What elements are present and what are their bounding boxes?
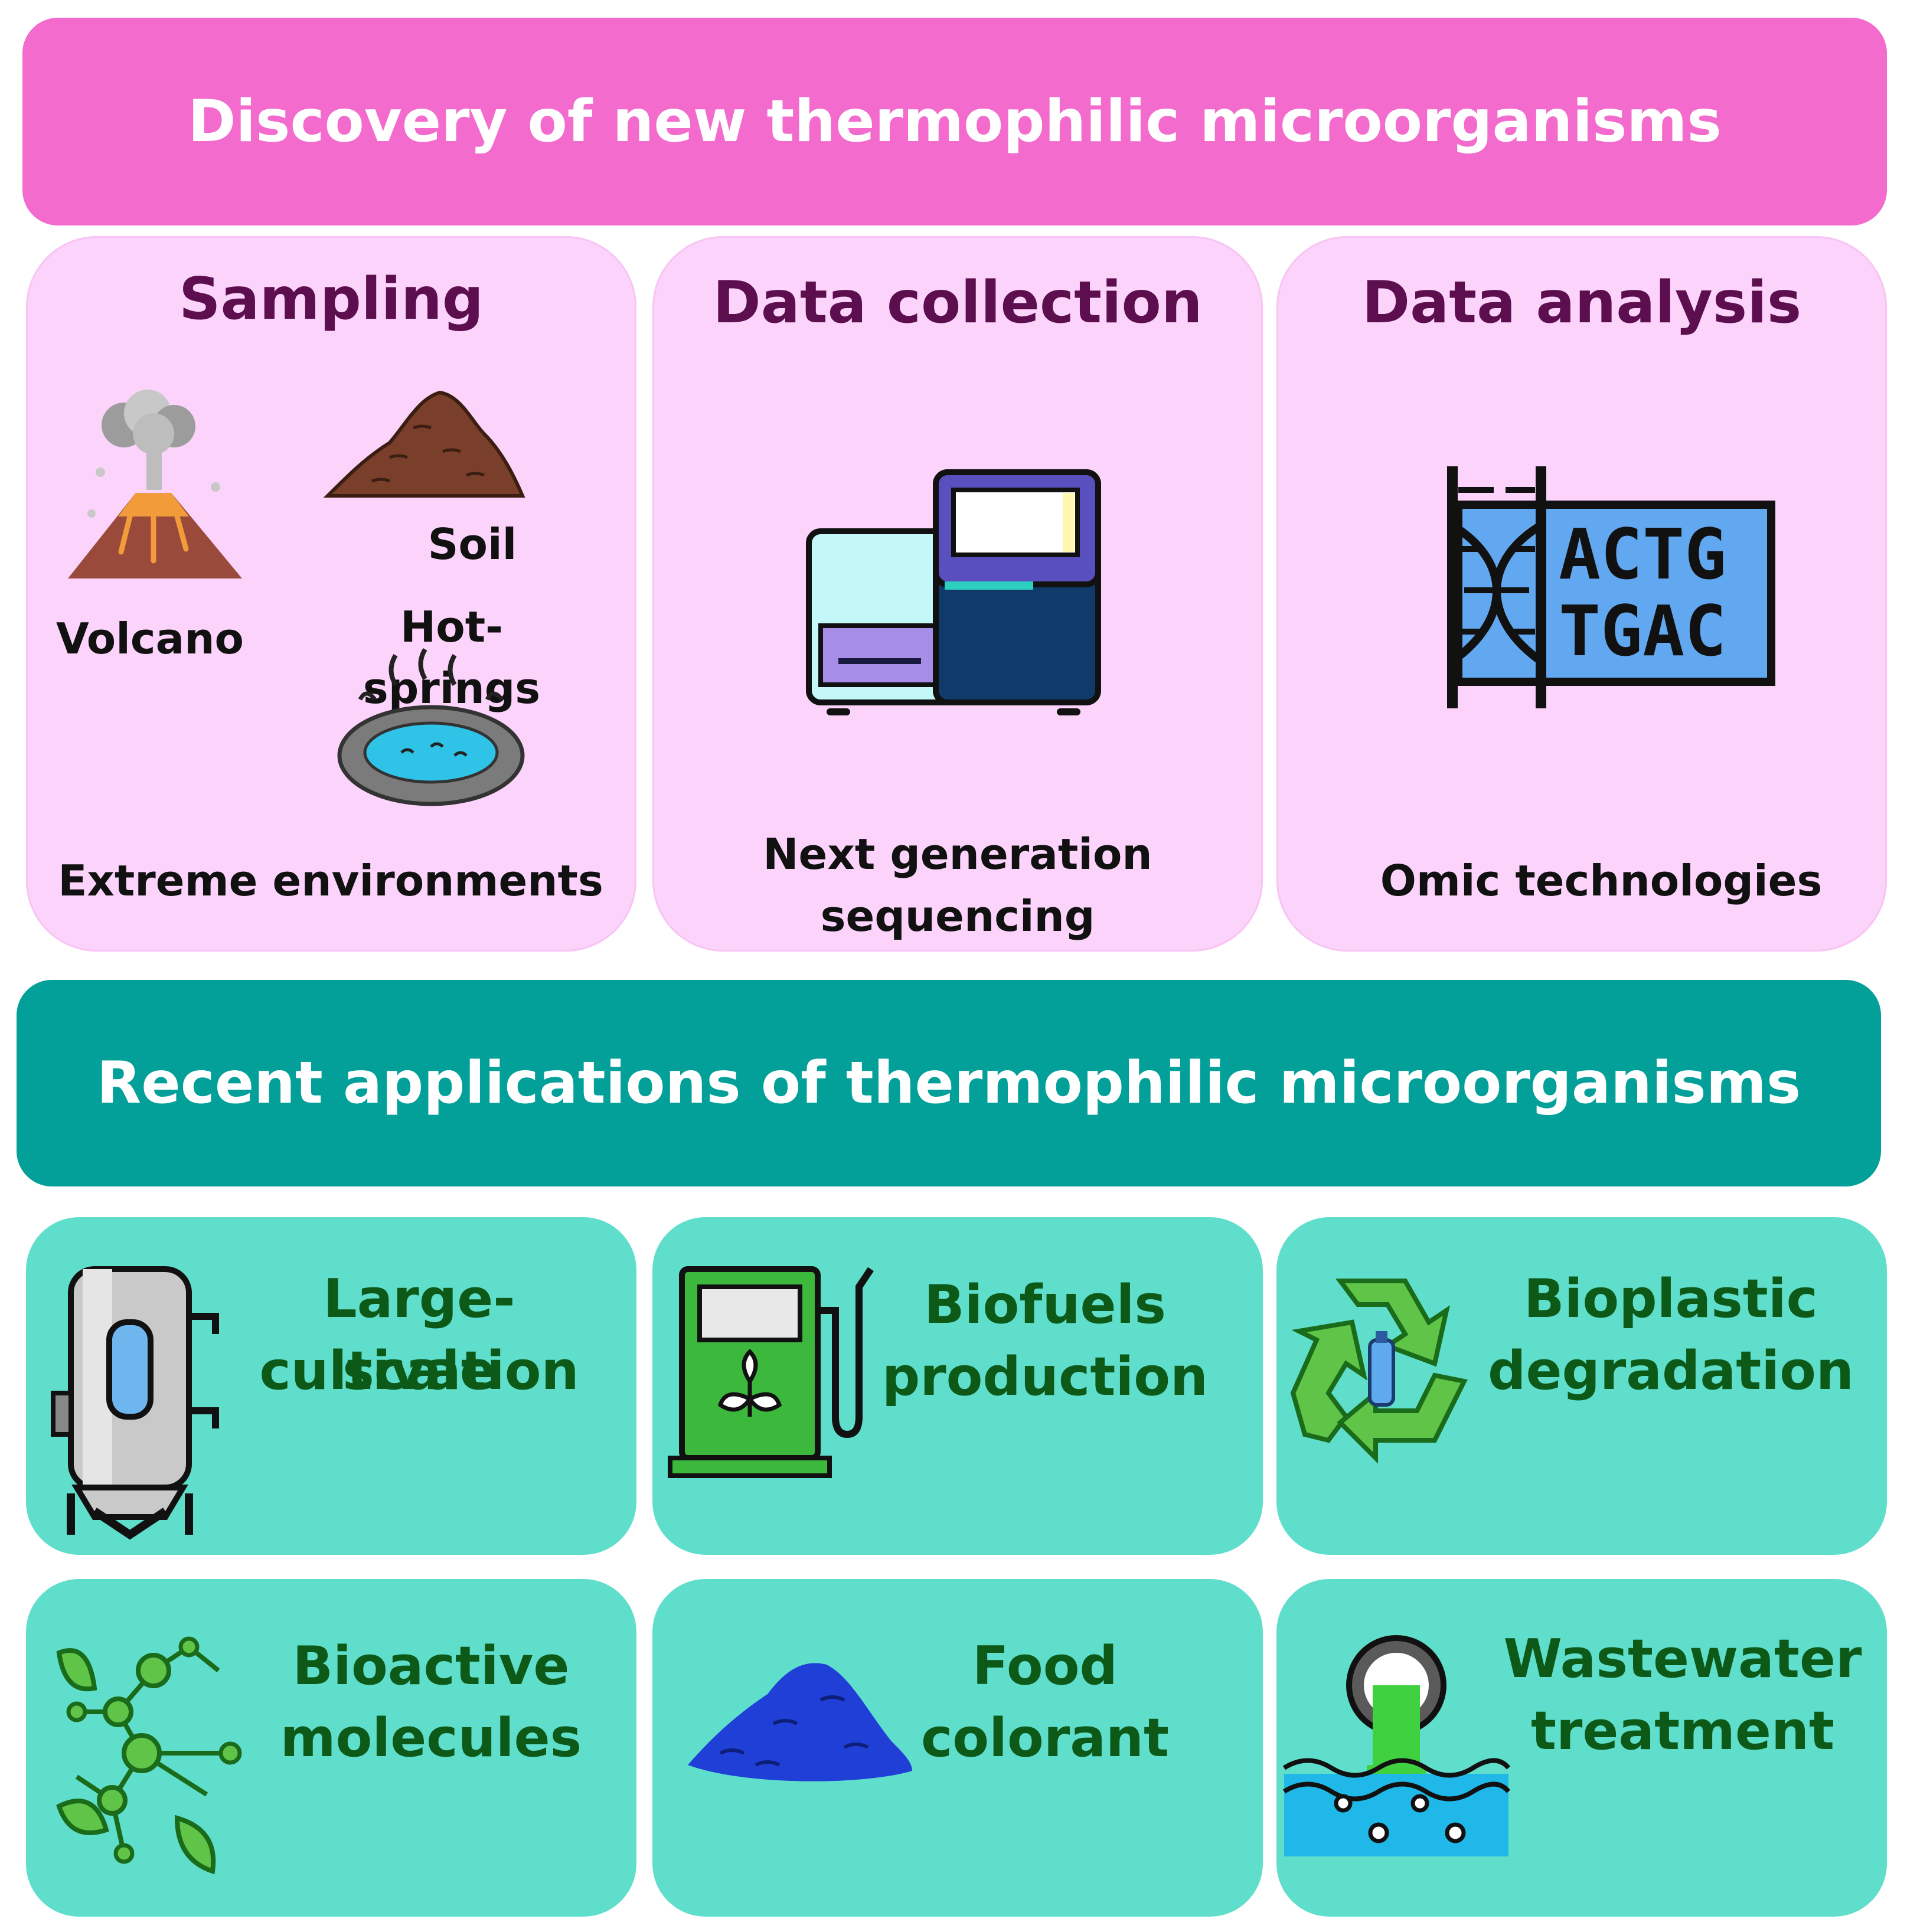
- fuel-pump-icon: [668, 1266, 874, 1478]
- data-analysis-title: Data analysis: [1361, 269, 1802, 336]
- volcano-icon: [68, 390, 242, 578]
- omic-technologies-label: Omic technologies: [1380, 856, 1823, 905]
- dna-sequence-line1: ACTG: [1559, 514, 1726, 595]
- dna-icon: ACTG TGAC: [1447, 466, 1775, 708]
- molecule-network-icon: [56, 1636, 242, 1875]
- pigment-powder-icon: [688, 1663, 912, 1781]
- ngs-label-line1: Next generation: [763, 829, 1152, 879]
- applications-banner: Recent applications of thermophilic micr…: [17, 980, 1881, 1186]
- applications-banner-title: Recent applications of thermophilic micr…: [96, 1050, 1801, 1117]
- bioactive-label-line1: Bioactive: [292, 1635, 570, 1697]
- wastewater-label-line1: Wastewater: [1503, 1628, 1862, 1690]
- extreme-environments-label: Extreme environments: [58, 856, 603, 905]
- wastewater-label-line2: treatment: [1530, 1700, 1835, 1762]
- wastewater-pipe-icon: [1282, 1635, 1511, 1856]
- large-scale-label-line2: cultivation: [259, 1340, 579, 1402]
- bioplastic-label-line1: Bioplastic: [1523, 1268, 1818, 1330]
- sequencer-icon: [806, 469, 1101, 715]
- biofuels-label-line2: production: [881, 1346, 1209, 1408]
- food-colorant-label-line2: colorant: [920, 1707, 1170, 1769]
- dna-sequence-line2: TGAC: [1559, 590, 1726, 672]
- discovery-banner: Discovery of new thermophilic microorgan…: [22, 18, 1887, 225]
- volcano-label: Volcano: [56, 614, 244, 663]
- biofuels-label-line1: Biofuels: [924, 1274, 1166, 1336]
- food-colorant-label-line1: Food: [972, 1635, 1118, 1697]
- bioreactor-icon: [51, 1266, 219, 1540]
- sampling-card: Sampling: [26, 236, 636, 952]
- sampling-title: Sampling: [178, 266, 484, 333]
- discovery-banner-title: Discovery of new thermophilic microorgan…: [188, 88, 1722, 155]
- soil-icon: [323, 390, 525, 498]
- hot-spring-icon: [337, 648, 525, 806]
- ngs-label-line2: sequencing: [820, 891, 1095, 941]
- recycle-icon: [1290, 1279, 1468, 1464]
- soil-label: Soil: [427, 519, 517, 569]
- data-collection-title: Data collection: [713, 269, 1203, 336]
- bioactive-label-line2: molecules: [280, 1707, 582, 1769]
- large-scale-label-line1: Large-scale: [323, 1268, 515, 1402]
- bioplastic-label-line2: degradation: [1488, 1340, 1854, 1402]
